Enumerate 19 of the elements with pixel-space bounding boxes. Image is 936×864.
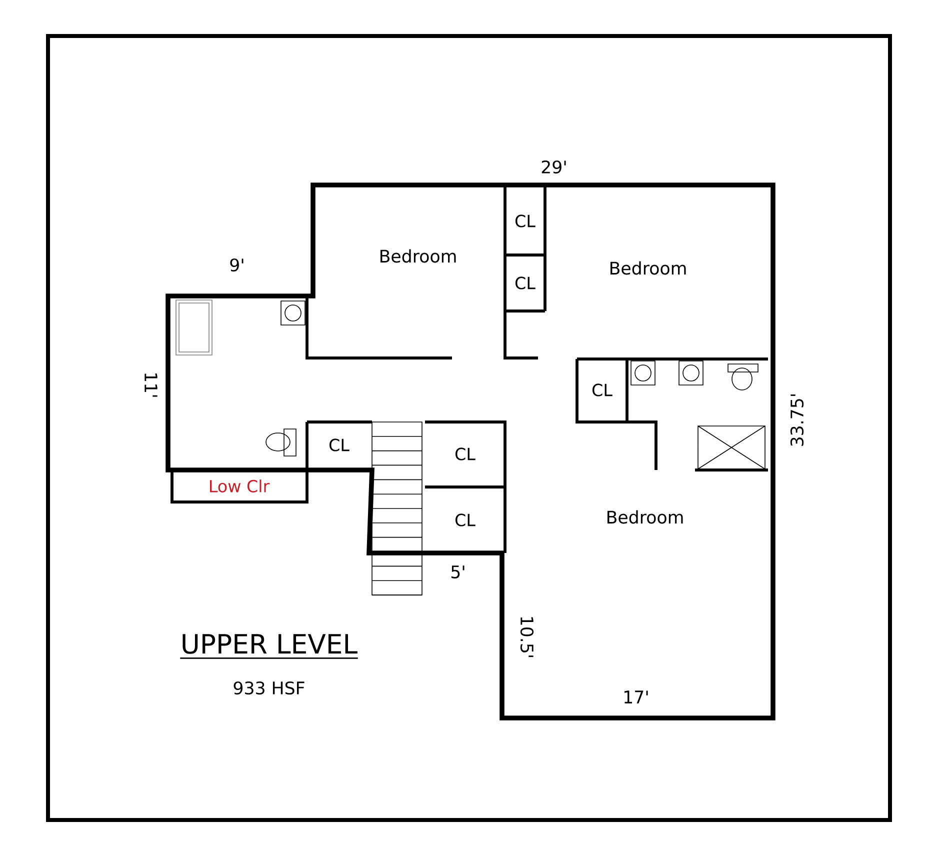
closet-label: CL xyxy=(515,214,536,228)
closet-label: CL xyxy=(515,276,536,290)
area-label: 933 HSF xyxy=(234,681,304,695)
dimension-label: 33.75' xyxy=(790,394,804,446)
room-label: Bedroom xyxy=(610,261,686,275)
closet-label: CL xyxy=(592,384,612,396)
room-label: Low Clr xyxy=(210,480,270,492)
room-label: Bedroom xyxy=(380,249,456,263)
room-label: Bedroom xyxy=(608,510,683,524)
closet-label: CL xyxy=(329,438,350,452)
dimension-label: 9' xyxy=(230,258,244,272)
dimension-label: 17' xyxy=(624,690,648,704)
closet-label: CL xyxy=(455,448,476,460)
dimension-label: 10.5' xyxy=(520,617,534,658)
dimension-label: 29' xyxy=(542,160,566,174)
title: UPPER LEVEL xyxy=(180,634,358,659)
dimension-label: 5' xyxy=(451,566,464,578)
closet-label: CL xyxy=(455,514,476,526)
dimension-label: 11' xyxy=(144,374,158,397)
